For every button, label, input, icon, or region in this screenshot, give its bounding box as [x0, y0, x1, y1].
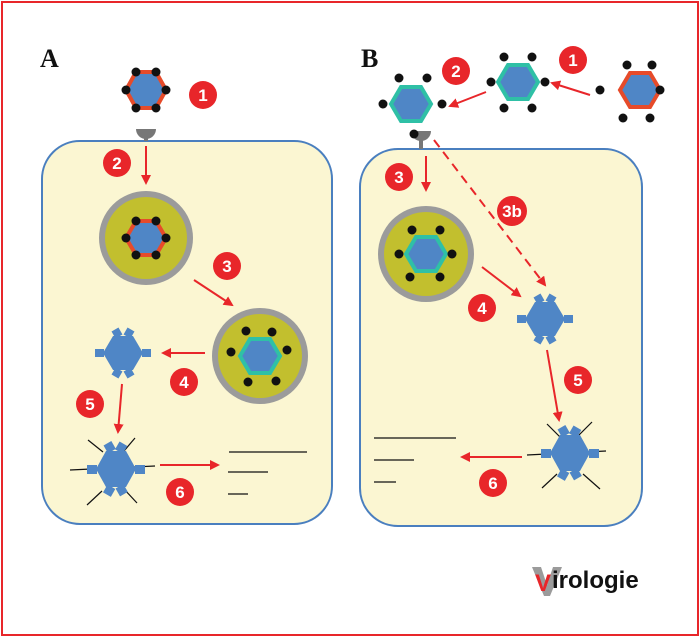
step-badge-a-4: [170, 368, 198, 396]
enveloped-virion-a: [121, 67, 171, 113]
receptor-stem-a: [144, 129, 148, 141]
panel-label-a: A: [40, 44, 59, 73]
enveloped-virion-b-3: [378, 73, 447, 139]
arrow-b-5: [546, 349, 563, 422]
step-label-b-5: 5: [573, 371, 582, 390]
receptor-stem-b: [419, 131, 423, 149]
enveloped-virion-b-2: [486, 52, 550, 113]
step-label-b-2: 2: [451, 62, 460, 81]
step-label-a-1: 1: [198, 86, 207, 105]
arrow-b-3b: [433, 139, 547, 287]
virologie-logo: V irologie: [532, 567, 639, 597]
step-badge-a-5: [76, 390, 104, 418]
step-badge-a-2: [103, 149, 131, 177]
uncoated-capsid-b: [517, 293, 573, 345]
step-badge-b-6: [479, 469, 507, 497]
arrow-a-3: [193, 279, 234, 307]
genome-strands-a: [228, 451, 307, 495]
step-badge-b-5: [564, 366, 592, 394]
step-badge-b-1: [559, 46, 587, 74]
step-label-a-2: 2: [112, 154, 121, 173]
step-label-b-3: 3: [394, 168, 403, 187]
step-badge-b-4: [468, 294, 496, 322]
uncoated-capsid-a: [95, 327, 151, 379]
endosome-b: [378, 206, 474, 302]
step-badge-a-3: [213, 252, 241, 280]
genome-release-capsid-b: [526, 421, 607, 490]
arrow-a-5: [113, 383, 124, 434]
step-label-b-4: 4: [477, 299, 487, 318]
arrow-b-1: [550, 80, 591, 96]
step-label-a-6: 6: [175, 483, 184, 502]
logo-v-shadow: [532, 567, 562, 596]
step-badge-b-2: [442, 57, 470, 85]
endosome-a-1: [99, 191, 193, 285]
step-badge-b-3b: [497, 196, 527, 226]
step-label-b-1: 1: [568, 51, 577, 70]
arrow-b-4: [481, 266, 522, 298]
step-label-a-5: 5: [85, 395, 94, 414]
arrow-b-2: [448, 91, 487, 108]
step-label-a-3: 3: [222, 257, 231, 276]
genome-strands-b: [374, 437, 456, 483]
logo-initial: V: [535, 570, 551, 597]
step-badge-a-1: [189, 81, 217, 109]
step-label-b-6: 6: [488, 474, 497, 493]
step-label-b-3b: 3b: [502, 202, 522, 221]
step-badge-a-6: [166, 478, 194, 506]
endosome-a-2: [212, 308, 308, 404]
genome-release-capsid-a: [69, 437, 156, 506]
panel-label-b: B: [361, 44, 378, 73]
step-badge-b-3: [385, 163, 413, 191]
enveloped-virion-b-1: [595, 60, 665, 123]
step-label-a-4: 4: [179, 373, 189, 392]
logo-text: irologie: [552, 567, 639, 594]
